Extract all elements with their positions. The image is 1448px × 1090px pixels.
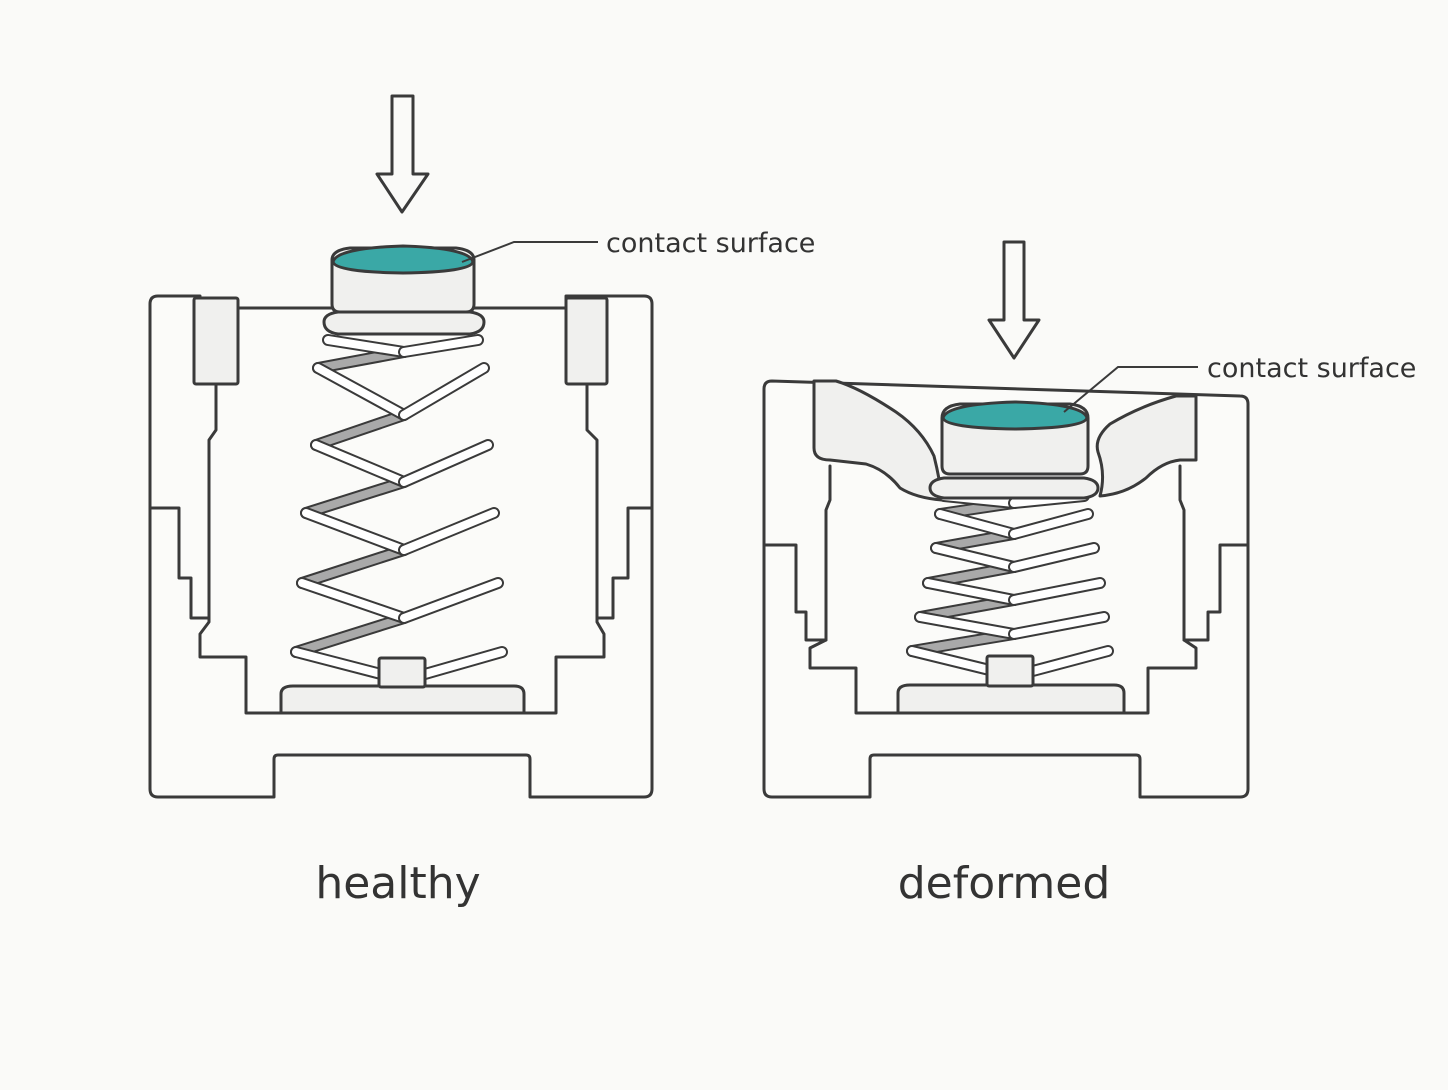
- down-arrow-icon: [375, 94, 430, 214]
- right-step-profile: [1182, 543, 1250, 642]
- spring: [290, 334, 508, 686]
- right-wing-deformed: [1095, 394, 1198, 498]
- healthy-switch: contact surface healthy: [148, 94, 815, 909]
- callout-leader: [461, 241, 598, 263]
- callout-label: contact surface: [606, 228, 815, 259]
- base-plate: [279, 684, 526, 715]
- left-step-profile: [148, 506, 211, 620]
- panel-caption: healthy: [315, 858, 480, 909]
- panel-caption: deformed: [898, 858, 1111, 909]
- deformed-switch: contact surface deformed: [762, 240, 1416, 909]
- right-step-profile: [595, 506, 654, 620]
- contact-surface: [941, 400, 1089, 431]
- contact-surface: [331, 244, 475, 275]
- right-post: [564, 296, 609, 386]
- plunger-collar: [928, 476, 1100, 500]
- callout-leader: [1063, 366, 1198, 413]
- center-pin: [377, 656, 427, 689]
- callout-label: contact surface: [1207, 353, 1416, 384]
- down-arrow-icon: [987, 240, 1041, 360]
- base-plate: [896, 683, 1126, 715]
- left-post: [192, 296, 240, 386]
- plunger-collar: [322, 310, 486, 336]
- center-pin: [985, 654, 1035, 688]
- left-step-profile: [762, 543, 828, 642]
